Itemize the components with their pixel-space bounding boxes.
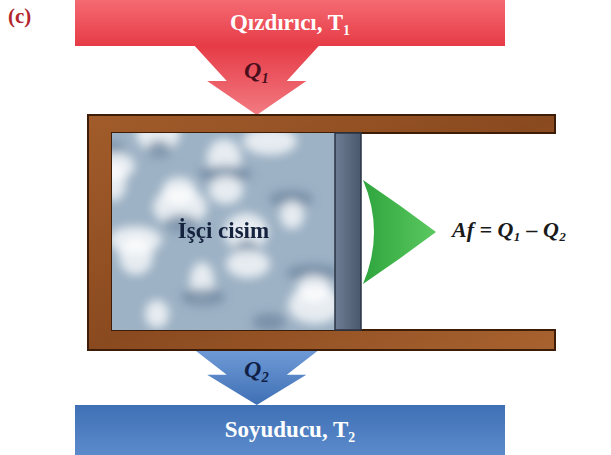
gas-blob: [209, 176, 243, 204]
work-formula: Af = Q₁ – Q₂: [452, 217, 567, 243]
work-arrow: [363, 180, 436, 284]
gas-blob: [252, 313, 286, 330]
cooler-band: Soyuducu, T₂: [75, 405, 505, 455]
gas-blob: [112, 163, 126, 201]
node-text: Qızdırıcı, T₁: [230, 10, 350, 36]
figure-letter: (c): [8, 4, 31, 29]
heat-flow-arrow: [195, 46, 319, 115]
gas-blob: [288, 286, 335, 324]
heat-label: Q₂: [244, 356, 270, 383]
gas-blob: [280, 201, 304, 229]
gas-blob: [147, 140, 171, 158]
gas-blob: [243, 133, 297, 155]
heater-band: Qızdırıcı, T₁: [75, 0, 505, 46]
gas-blob: [226, 250, 270, 278]
heat-flow-arrow: [195, 350, 319, 405]
heat-label: Q₁: [244, 57, 270, 84]
working-body: İşçi cisim: [112, 133, 335, 330]
node-text: İşçi cisim: [170, 218, 277, 244]
gas-blob: [181, 288, 225, 306]
gas-texture: [112, 133, 335, 330]
gas-blob: [119, 237, 153, 275]
piston: [335, 133, 361, 330]
gas-blob: [145, 300, 169, 328]
node-text: Soyuducu, T₂: [225, 417, 356, 443]
